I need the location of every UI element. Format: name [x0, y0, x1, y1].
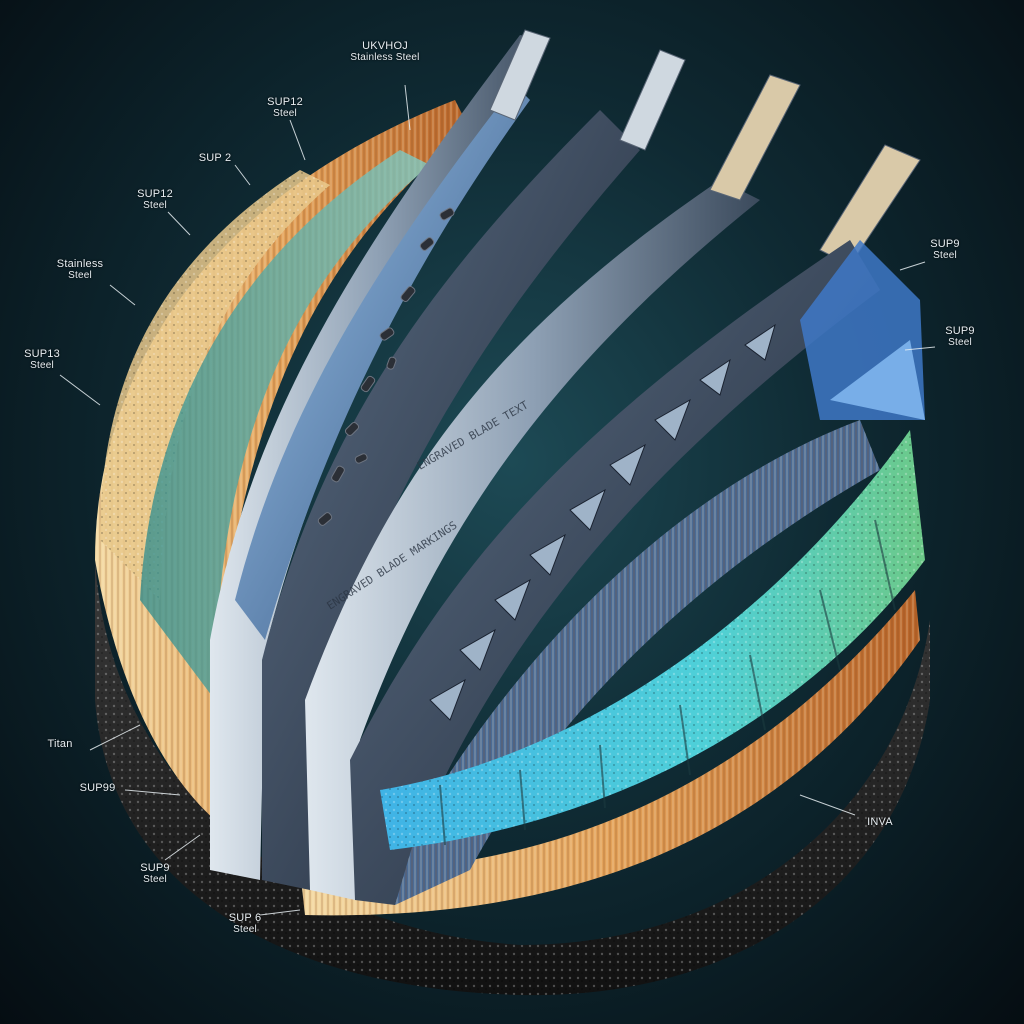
- label-sup99: SUP99: [65, 782, 130, 794]
- foam-block-texture: [380, 430, 925, 850]
- steel-blade-1: [210, 35, 550, 880]
- leader-lines: [59, 84, 936, 916]
- label-sup9-right-mid: SUP9 Steel: [930, 325, 990, 349]
- label-line: Titan: [47, 738, 73, 750]
- label-line: Steel: [30, 360, 54, 371]
- label-line: SUP9: [930, 238, 960, 250]
- label-line: SUP12: [267, 96, 303, 108]
- label-line: Steel: [143, 874, 167, 885]
- label-line: SUP13: [24, 348, 60, 360]
- triangular-teeth: [429, 323, 776, 721]
- steel-blade-2: [305, 180, 760, 900]
- carbon-pellets: [317, 207, 455, 526]
- label-line: INVA: [867, 816, 893, 828]
- label-sup6-bottom: SUP 6 Steel: [215, 912, 275, 936]
- label-ukvhoj-stainless-steel: UKVHOJ Stainless Steel: [330, 40, 440, 64]
- label-sup2: SUP 2: [190, 152, 240, 164]
- label-stainless-steel-left: Stainless Steel: [35, 258, 125, 282]
- foam-block-dividers: [439, 519, 896, 846]
- label-line: Steel: [933, 250, 957, 261]
- label-line: Steel: [948, 337, 972, 348]
- label-sup9-right-top: SUP9 Steel: [915, 238, 975, 262]
- label-line: Stainless: [56, 258, 104, 270]
- label-line: SUP 2: [198, 152, 232, 164]
- label-line: SUP9: [945, 325, 975, 337]
- label-line: Stainless Steel: [350, 52, 420, 63]
- label-titan: Titan: [30, 738, 90, 750]
- label-sup12-left: SUP12 Steel: [125, 188, 185, 212]
- label-sup13-left: SUP13 Steel: [12, 348, 72, 372]
- label-sup12-top: SUP12 Steel: [255, 96, 315, 120]
- label-inva: INVA: [855, 816, 905, 828]
- label-line: Steel: [143, 200, 167, 211]
- steel-blade-1-face: [235, 85, 530, 640]
- label-line: Steel: [233, 924, 257, 935]
- ridged-blade: [262, 110, 640, 890]
- label-line: SUP12: [137, 188, 173, 200]
- label-line: SUP99: [79, 782, 116, 794]
- label-sup9-bottom: SUP9 Steel: [125, 862, 185, 886]
- teal-bristle-strip: [140, 150, 430, 700]
- label-line: SUP9: [140, 862, 170, 874]
- label-line: Steel: [273, 108, 297, 119]
- label-line: SUP 6: [228, 912, 262, 924]
- label-line: UKVHOJ: [362, 40, 408, 52]
- blue-fin-fan-light: [830, 340, 925, 420]
- label-line: Steel: [68, 270, 92, 281]
- blade-tabs: [489, 29, 921, 266]
